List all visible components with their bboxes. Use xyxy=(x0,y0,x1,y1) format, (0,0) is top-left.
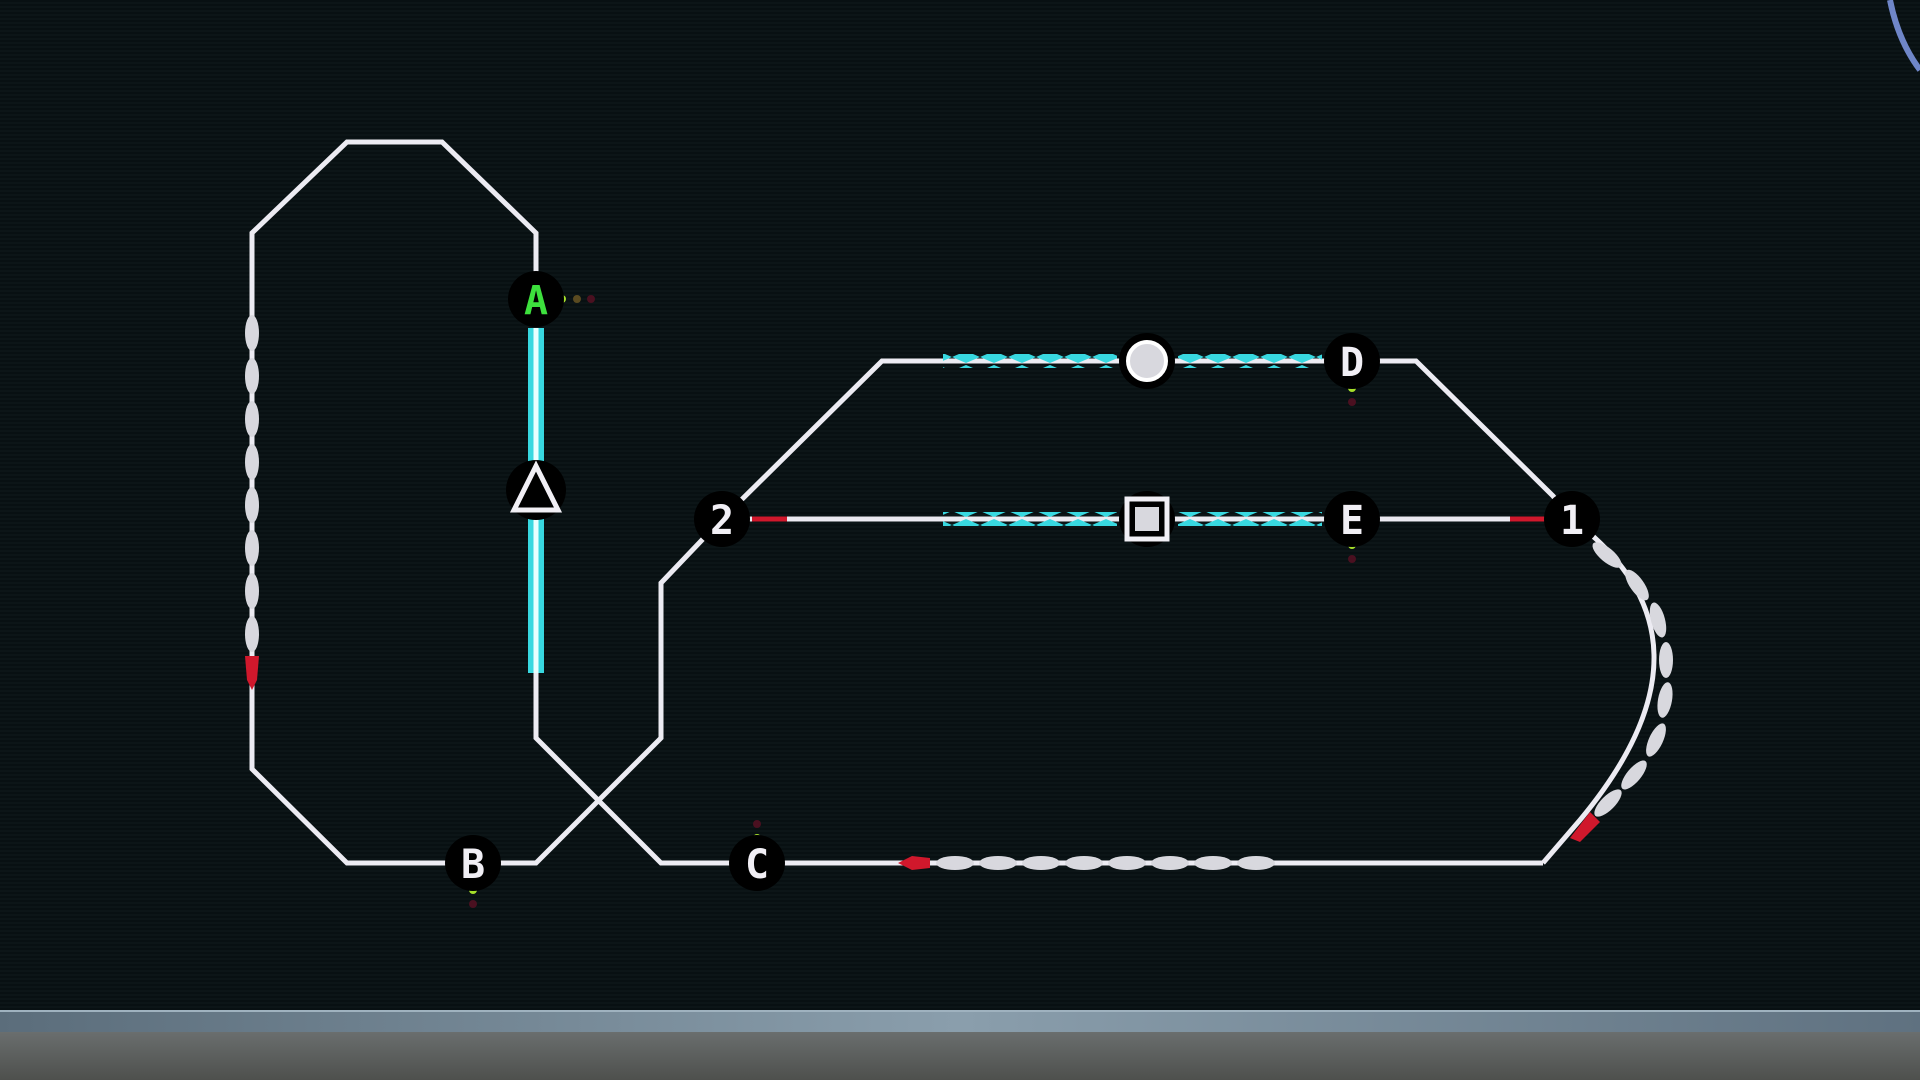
track-lines xyxy=(249,139,1657,866)
train-head xyxy=(898,856,930,870)
train-head xyxy=(1570,812,1600,842)
station-d[interactable]: D xyxy=(1324,333,1380,389)
station-label: E xyxy=(1340,498,1364,544)
station-c[interactable]: C xyxy=(729,835,785,891)
station-label: B xyxy=(461,842,485,888)
active-segment xyxy=(943,512,1117,526)
active-segment xyxy=(1178,512,1322,526)
square-icon[interactable] xyxy=(1119,491,1175,547)
train-right[interactable] xyxy=(1570,538,1675,842)
train-left[interactable] xyxy=(245,315,259,690)
corner-arc xyxy=(1887,0,1920,72)
station-label: A xyxy=(524,278,548,324)
junction-label: 2 xyxy=(710,498,734,544)
active-segment xyxy=(943,354,1117,368)
frame-bezel xyxy=(0,1010,1920,1034)
active-segment xyxy=(1178,354,1322,368)
triangle-icon[interactable] xyxy=(506,460,566,520)
signal-lights xyxy=(469,295,1356,908)
station-e[interactable]: E xyxy=(1324,491,1380,547)
circle-icon[interactable] xyxy=(1119,333,1175,389)
train-bottom[interactable] xyxy=(898,856,1275,870)
station-b[interactable]: B xyxy=(445,835,501,891)
junction-1[interactable]: 1 xyxy=(1544,491,1600,547)
station-label: D xyxy=(1340,340,1364,386)
frame-base xyxy=(0,1032,1920,1080)
junction-2[interactable]: 2 xyxy=(694,491,750,547)
junction-label: 1 xyxy=(1560,498,1584,544)
station-a[interactable]: A xyxy=(508,271,564,327)
station-label: C xyxy=(745,842,769,888)
train-head xyxy=(245,656,259,690)
